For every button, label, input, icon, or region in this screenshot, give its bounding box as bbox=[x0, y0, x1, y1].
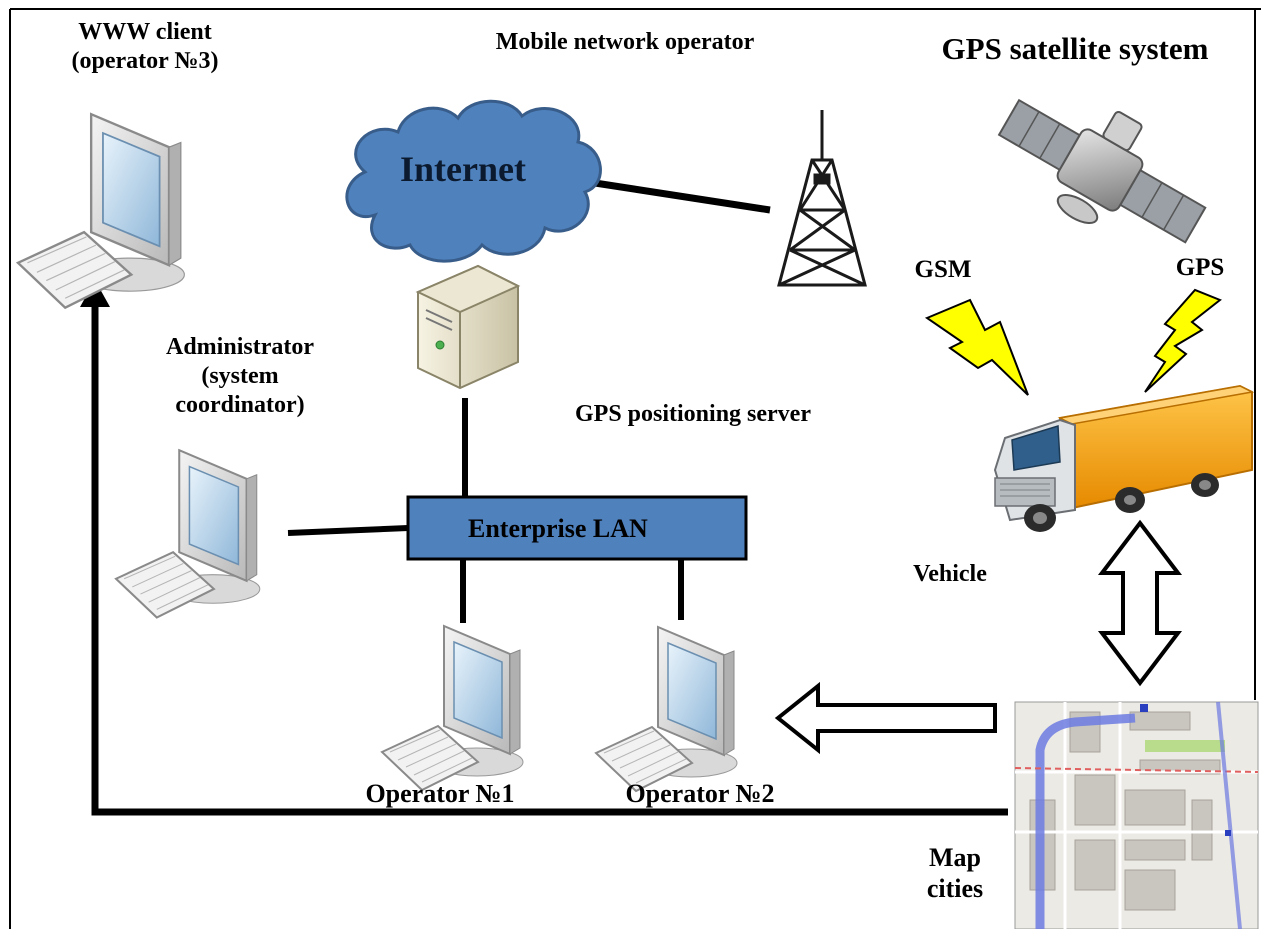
satellite-icon bbox=[997, 98, 1207, 244]
administrator-label: Administrator (system coordinator) bbox=[130, 333, 350, 419]
operator1-label: Operator №1 bbox=[365, 779, 515, 808]
map-cities-label-line2: cities bbox=[926, 874, 984, 904]
computer-icon bbox=[16, 112, 186, 309]
gsm-label: GSM bbox=[914, 256, 972, 283]
map-cities-label: Map cities bbox=[905, 842, 1005, 904]
lightning-icon bbox=[1144, 288, 1222, 393]
double-arrow-icon bbox=[1097, 519, 1183, 687]
gps-label: GPS bbox=[1175, 254, 1225, 281]
administrator-label-line2: (system bbox=[201, 362, 279, 389]
vehicle-label: Vehicle bbox=[913, 561, 987, 587]
administrator-label-line3: coordinator) bbox=[175, 391, 305, 418]
map-to-www-client-arrow bbox=[91, 305, 1008, 816]
enterprise-lan-box bbox=[406, 495, 748, 561]
lightning-icon bbox=[924, 298, 1029, 396]
administrator-label-line1: Administrator bbox=[166, 334, 314, 360]
map-cities-label-line1: Map bbox=[929, 843, 981, 872]
computer-icon bbox=[595, 626, 738, 792]
computer-icon bbox=[381, 625, 524, 791]
truck-icon bbox=[993, 384, 1255, 532]
cell-tower-icon bbox=[777, 110, 867, 287]
internet-tower-link bbox=[594, 179, 771, 214]
www-client-label-line2: (operator №3) bbox=[71, 47, 219, 74]
www-client-label: WWW client (operator №3) bbox=[30, 18, 260, 76]
computer-icon bbox=[114, 449, 261, 619]
admin-lan-link bbox=[287, 525, 409, 536]
operator2-label: Operator №2 bbox=[625, 779, 775, 808]
internet-label: Internet bbox=[400, 149, 526, 189]
server-icon bbox=[415, 264, 521, 390]
cloud-icon bbox=[345, 99, 602, 263]
gps-satellite-system-label: GPS satellite system bbox=[941, 31, 1209, 66]
enterprise-lan-label: Enterprise LAN bbox=[468, 514, 648, 543]
gps-positioning-server-label: GPS positioning server bbox=[574, 401, 811, 427]
www-client-label-line1: WWW client bbox=[78, 19, 212, 45]
mobile-operator-label: Mobile network operator bbox=[495, 29, 755, 55]
hollow-arrow-left-icon bbox=[774, 681, 997, 755]
city-map-icon bbox=[1014, 701, 1259, 929]
